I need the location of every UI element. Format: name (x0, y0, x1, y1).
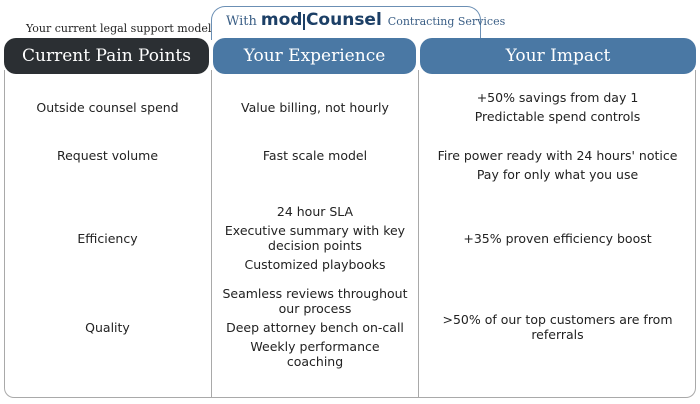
pain-cell: Outside counsel spend (4, 88, 211, 126)
column-divider (211, 70, 212, 398)
brand-frame (211, 6, 481, 40)
experience-text: Executive summary with key decision poin… (224, 223, 406, 253)
impact-cell: +35% proven efficiency boost (419, 202, 696, 274)
header-experience: Your Experience (213, 38, 416, 74)
experience-cell: Value billing, not hourly (212, 88, 418, 126)
header-pain-points: Current Pain Points (4, 38, 209, 74)
impact-cell: >50% of our top customers are from refer… (419, 290, 696, 364)
current-model-caption: Your current legal support model (26, 22, 212, 35)
impact-text: Predictable spend controls (474, 109, 641, 124)
brand-name-counsel: Counsel (305, 10, 382, 30)
brand-prefix: With (226, 14, 257, 29)
experience-text: Fast scale model (262, 148, 368, 163)
impact-cell: Fire power ready with 24 hours' notice P… (419, 146, 696, 192)
experience-cell: Fast scale model (212, 146, 418, 192)
impact-text: Pay for only what you use (476, 167, 639, 182)
table-frame (4, 70, 696, 398)
impact-text: Fire power ready with 24 hours' notice (437, 148, 678, 163)
experience-cell: Seamless reviews throughout our process … (212, 286, 418, 369)
impact-text: +50% savings from day 1 (476, 90, 639, 105)
experience-text: Customized playbooks (244, 257, 386, 272)
pain-text: Request volume (56, 148, 159, 163)
column-divider (418, 70, 419, 398)
experience-text: Weekly performance coaching (250, 338, 380, 369)
pain-cell: Quality (4, 290, 211, 364)
brand-name-mod: mod (260, 10, 303, 30)
brand-separator (303, 14, 305, 30)
brand-heading: With mod Counsel Contracting Services (226, 10, 505, 34)
experience-text: 24 hour SLA (276, 204, 354, 219)
experience-text: Seamless reviews throughout our process (222, 285, 408, 316)
pain-cell: Request volume (4, 146, 211, 192)
experience-text: Deep attorney bench on-call (226, 319, 404, 335)
header-impact: Your Impact (420, 38, 696, 74)
experience-text: Value billing, not hourly (241, 99, 389, 115)
pain-cell: Efficiency (4, 202, 211, 274)
pain-text: Efficiency (77, 230, 138, 246)
brand-suffix: Contracting Services (387, 15, 506, 28)
impact-text: +35% proven efficiency boost (463, 230, 652, 246)
impact-cell: +50% savings from day 1 Predictable spen… (419, 88, 696, 126)
impact-text: >50% of our top customers are from refer… (442, 312, 673, 342)
experience-cell: 24 hour SLA Executive summary with key d… (212, 202, 418, 274)
pain-text: Quality (85, 319, 130, 335)
pain-text: Outside counsel spend (36, 99, 179, 115)
